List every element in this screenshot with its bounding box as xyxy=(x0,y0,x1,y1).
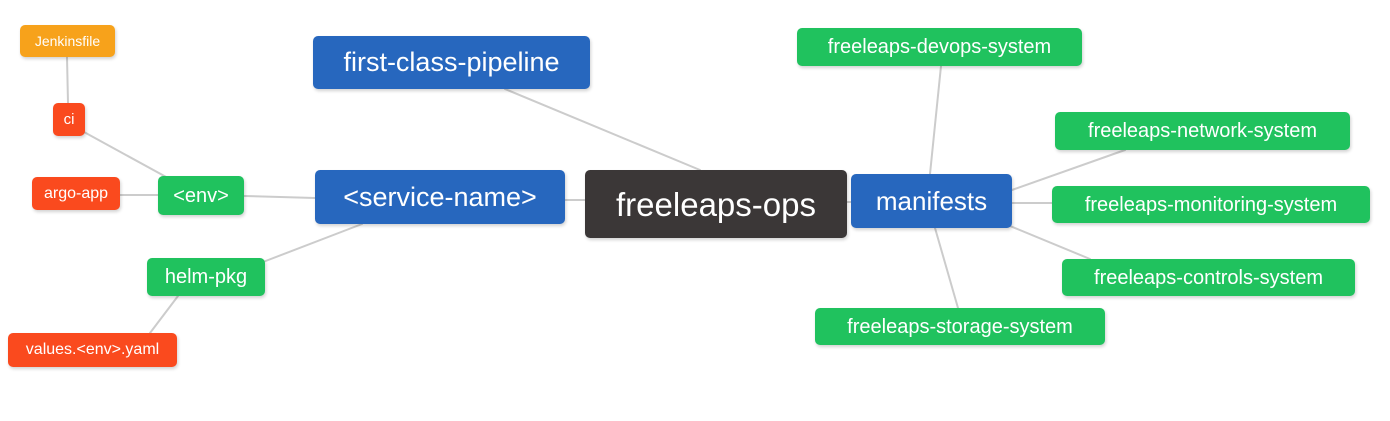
edge-manifests-to-freeleaps-controls-system xyxy=(1009,225,1091,260)
node-first-class-pipeline[interactable]: first-class-pipeline xyxy=(313,36,590,89)
edge-manifests-to-freeleaps-devops-system xyxy=(929,65,942,175)
node-freeleaps-monitoring-system[interactable]: freeleaps-monitoring-system xyxy=(1052,186,1370,223)
node-env[interactable]: <env> xyxy=(158,176,244,215)
node-helm-pkg[interactable]: helm-pkg xyxy=(147,258,265,296)
node-freeleaps-ops[interactable]: freeleaps-ops xyxy=(585,170,847,238)
edge-manifests-to-freeleaps-storage-system xyxy=(934,227,959,309)
edge-first-class-pipeline-to-freeleaps-ops xyxy=(504,88,701,171)
node-values-env-yaml[interactable]: values.<env>.yaml xyxy=(8,333,177,367)
edge-ci-to-env xyxy=(83,131,169,179)
edge-manifests-to-freeleaps-network-system xyxy=(1011,149,1126,191)
edge-values-env-yaml-to-helm-pkg xyxy=(149,295,179,334)
node-freeleaps-controls-system[interactable]: freeleaps-controls-system xyxy=(1062,259,1355,296)
node-freeleaps-devops-system[interactable]: freeleaps-devops-system xyxy=(797,28,1082,66)
node-manifests[interactable]: manifests xyxy=(851,174,1012,228)
node-jenkinsfile[interactable]: Jenkinsfile xyxy=(20,25,115,57)
node-ci[interactable]: ci xyxy=(53,103,85,136)
node-service-name[interactable]: <service-name> xyxy=(315,170,565,224)
node-freeleaps-storage-system[interactable]: freeleaps-storage-system xyxy=(815,308,1105,345)
node-argo-app[interactable]: argo-app xyxy=(32,177,120,210)
edge-helm-pkg-to-service-name xyxy=(262,223,363,263)
edge-env-to-service-name xyxy=(243,195,316,199)
edge-jenkinsfile-to-ci xyxy=(66,56,69,104)
node-freeleaps-network-system[interactable]: freeleaps-network-system xyxy=(1055,112,1350,150)
